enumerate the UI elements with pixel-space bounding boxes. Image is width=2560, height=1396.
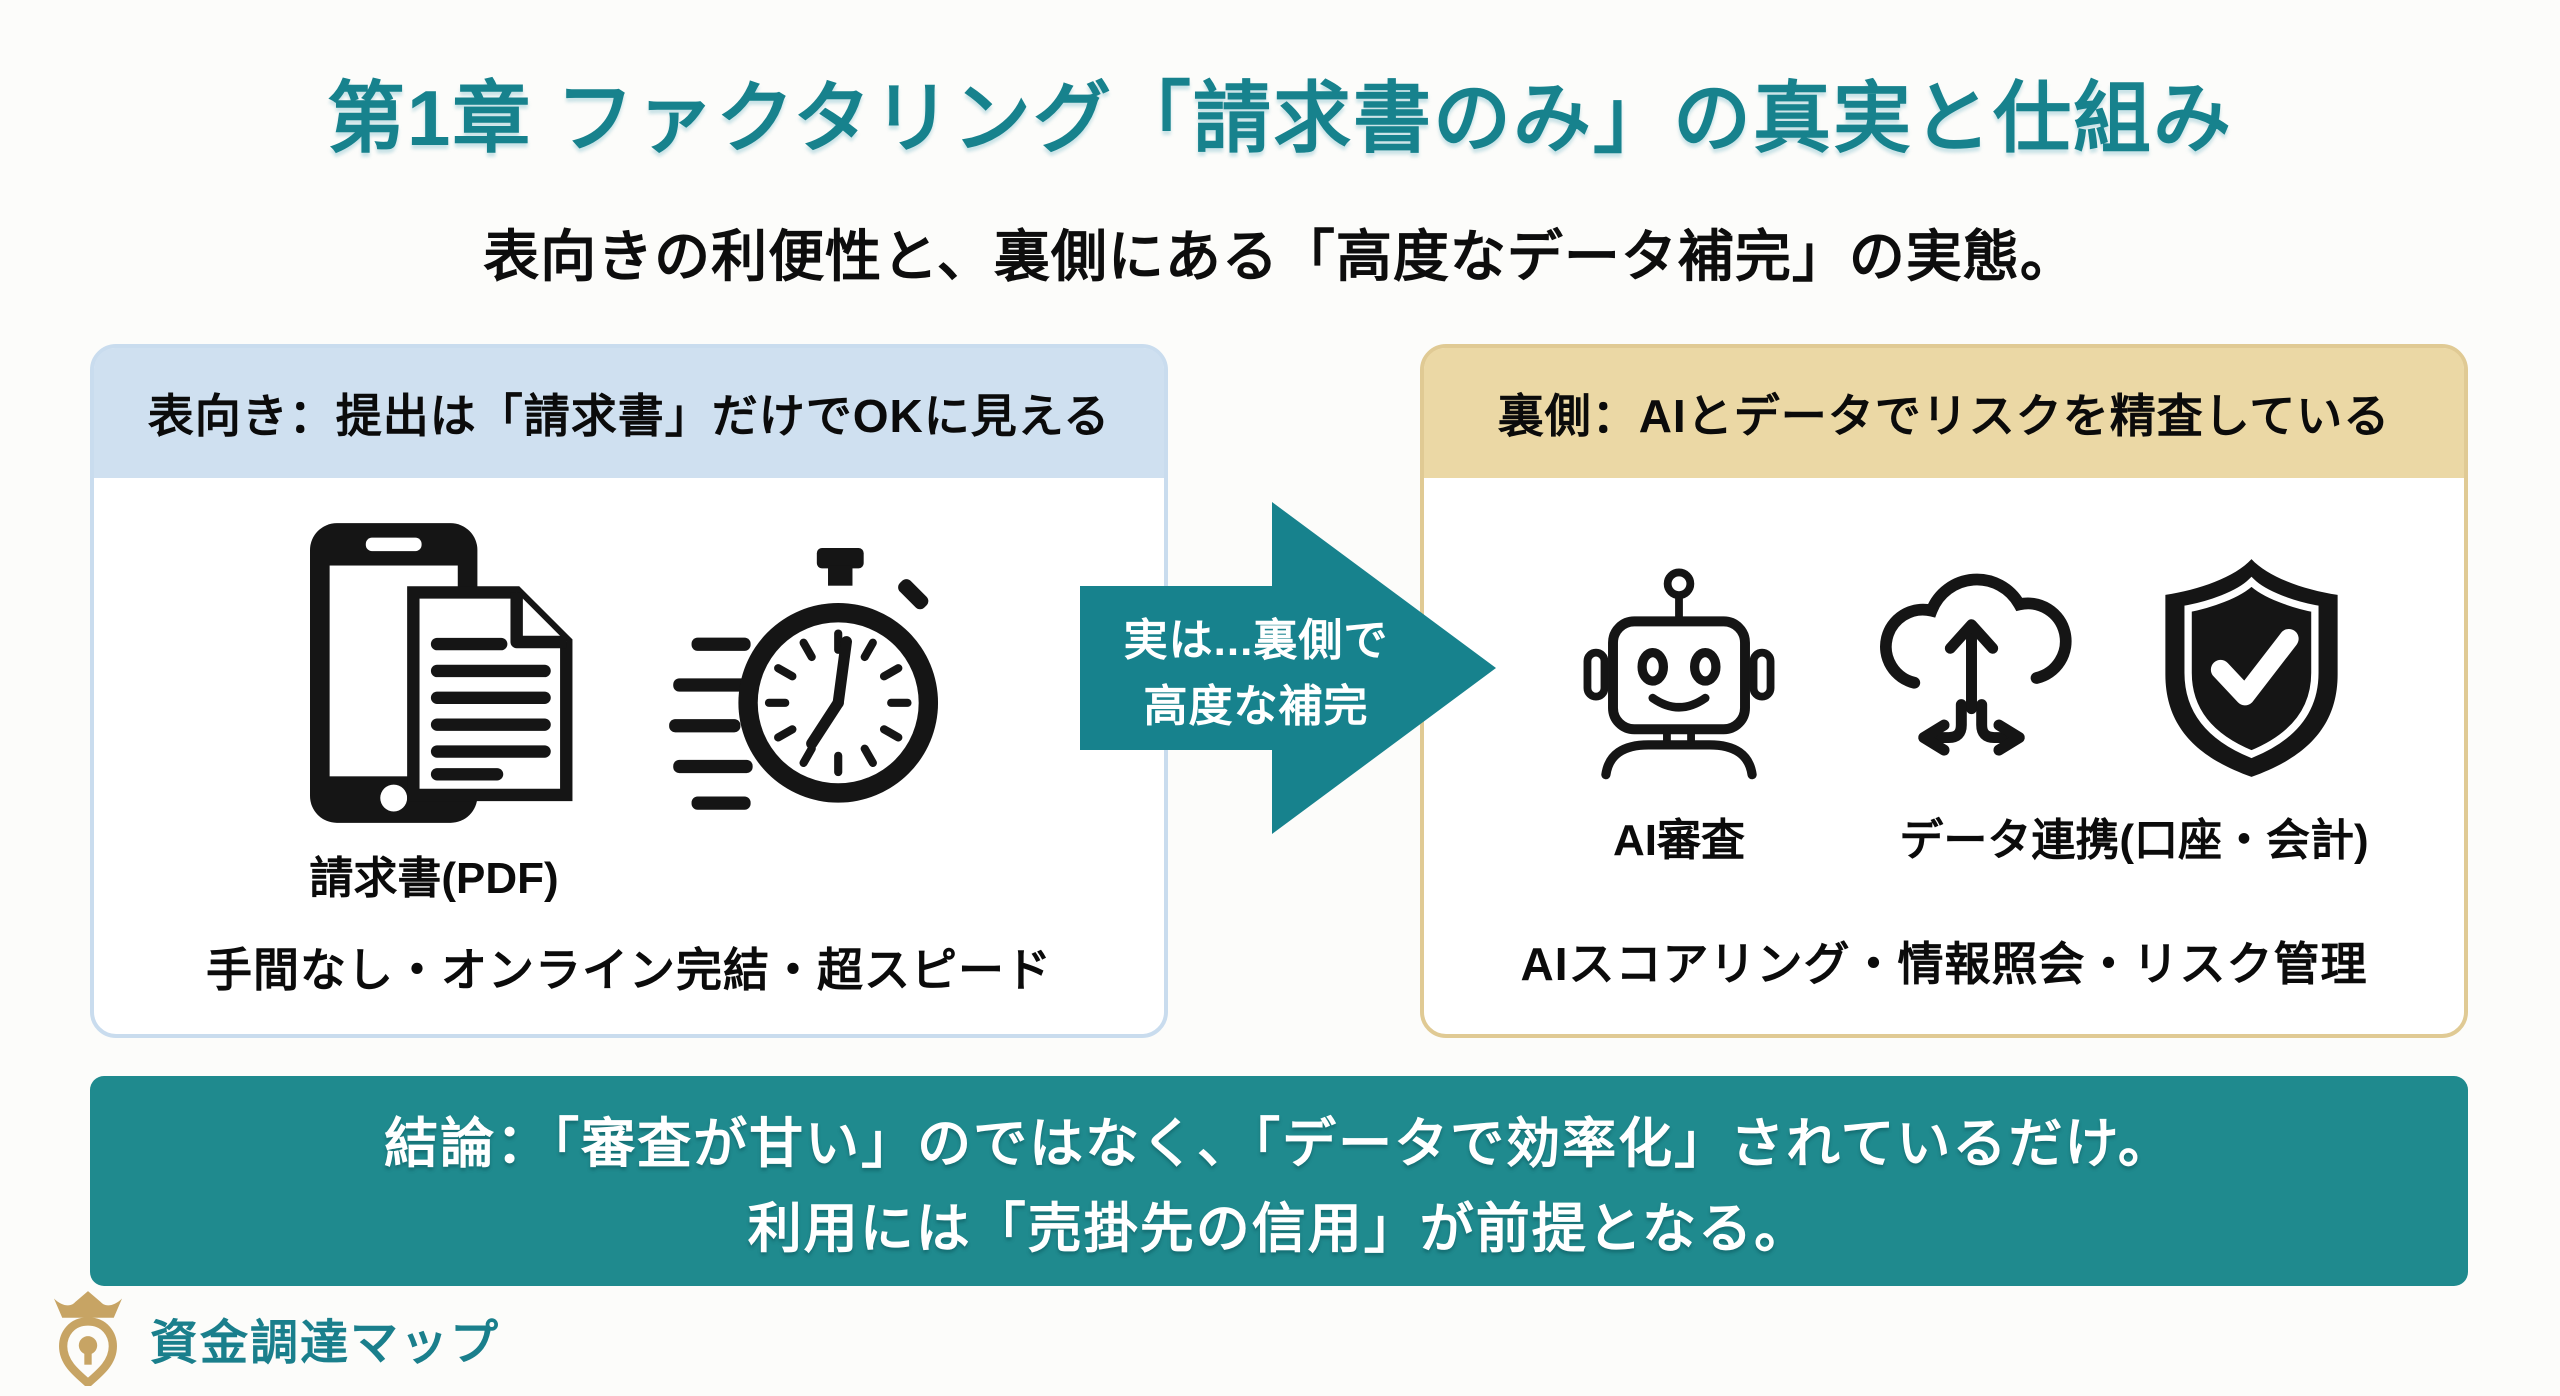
front-side-panel-header: 表向き：提出は「請求書」だけでOKに見える xyxy=(94,348,1164,478)
speed-stopwatch-icon xyxy=(669,548,939,810)
arrow-caption-line-2: 高度な補完 xyxy=(1143,682,1369,731)
conclusion-line-2: 利用には「売掛先の信用」が前提となる。 xyxy=(747,1199,1811,1259)
shield-check-icon xyxy=(2165,559,2338,777)
back-side-panel-header: 裏側：AIとデータでリスクを精査している xyxy=(1424,348,2464,478)
arrow-caption: 実は...裏側で 高度な補完 xyxy=(1072,608,1440,740)
smartphone-invoice-icon xyxy=(310,523,573,823)
back-side-panel: 裏側：AIとデータでリスクを精査している xyxy=(1420,344,2468,1038)
page-title: 第1章 ファクタリング「請求書のみ」の真実と仕組み xyxy=(327,74,2233,162)
right-arrow-shape xyxy=(1080,502,1496,834)
front-side-panel: 表向き：提出は「請求書」だけでOKに見える xyxy=(90,344,1168,1038)
back-features-text: AIスコアリング・情報照会・リスク管理 xyxy=(1520,938,2368,990)
arrow-caption-line-1: 実は...裏側で xyxy=(1123,616,1389,665)
transition-arrow: 実は...裏側で 高度な補完 xyxy=(1072,500,1502,836)
brand-name: 資金調達マップ xyxy=(150,1317,501,1370)
invoice-pdf-label: 請求書(PDF) xyxy=(309,854,559,903)
page-subtitle: 表向きの利便性と、裏側にある「高度なデータ補完」の実態。 xyxy=(483,225,2077,288)
front-features-text: 手間なし・オンライン完結・超スピード xyxy=(206,944,1052,996)
crown-pin-icon xyxy=(53,1291,123,1386)
robot-icon xyxy=(1583,568,1775,780)
cloud-sync-icon xyxy=(1880,573,2072,756)
data-link-label: データ連携(口座・会計) xyxy=(1899,816,2369,865)
conclusion-line-1: 結論：「審査が甘い」のではなく、「データで効率化」されているだけ。 xyxy=(384,1114,2174,1174)
ai-review-label: AI審査 xyxy=(1613,816,1745,865)
brand-logo: 資金調達マップ xyxy=(42,1290,500,1386)
conclusion-banner: 結論：「審査が甘い」のではなく、「データで効率化」されているだけ。 利用には「売… xyxy=(90,1076,2468,1286)
